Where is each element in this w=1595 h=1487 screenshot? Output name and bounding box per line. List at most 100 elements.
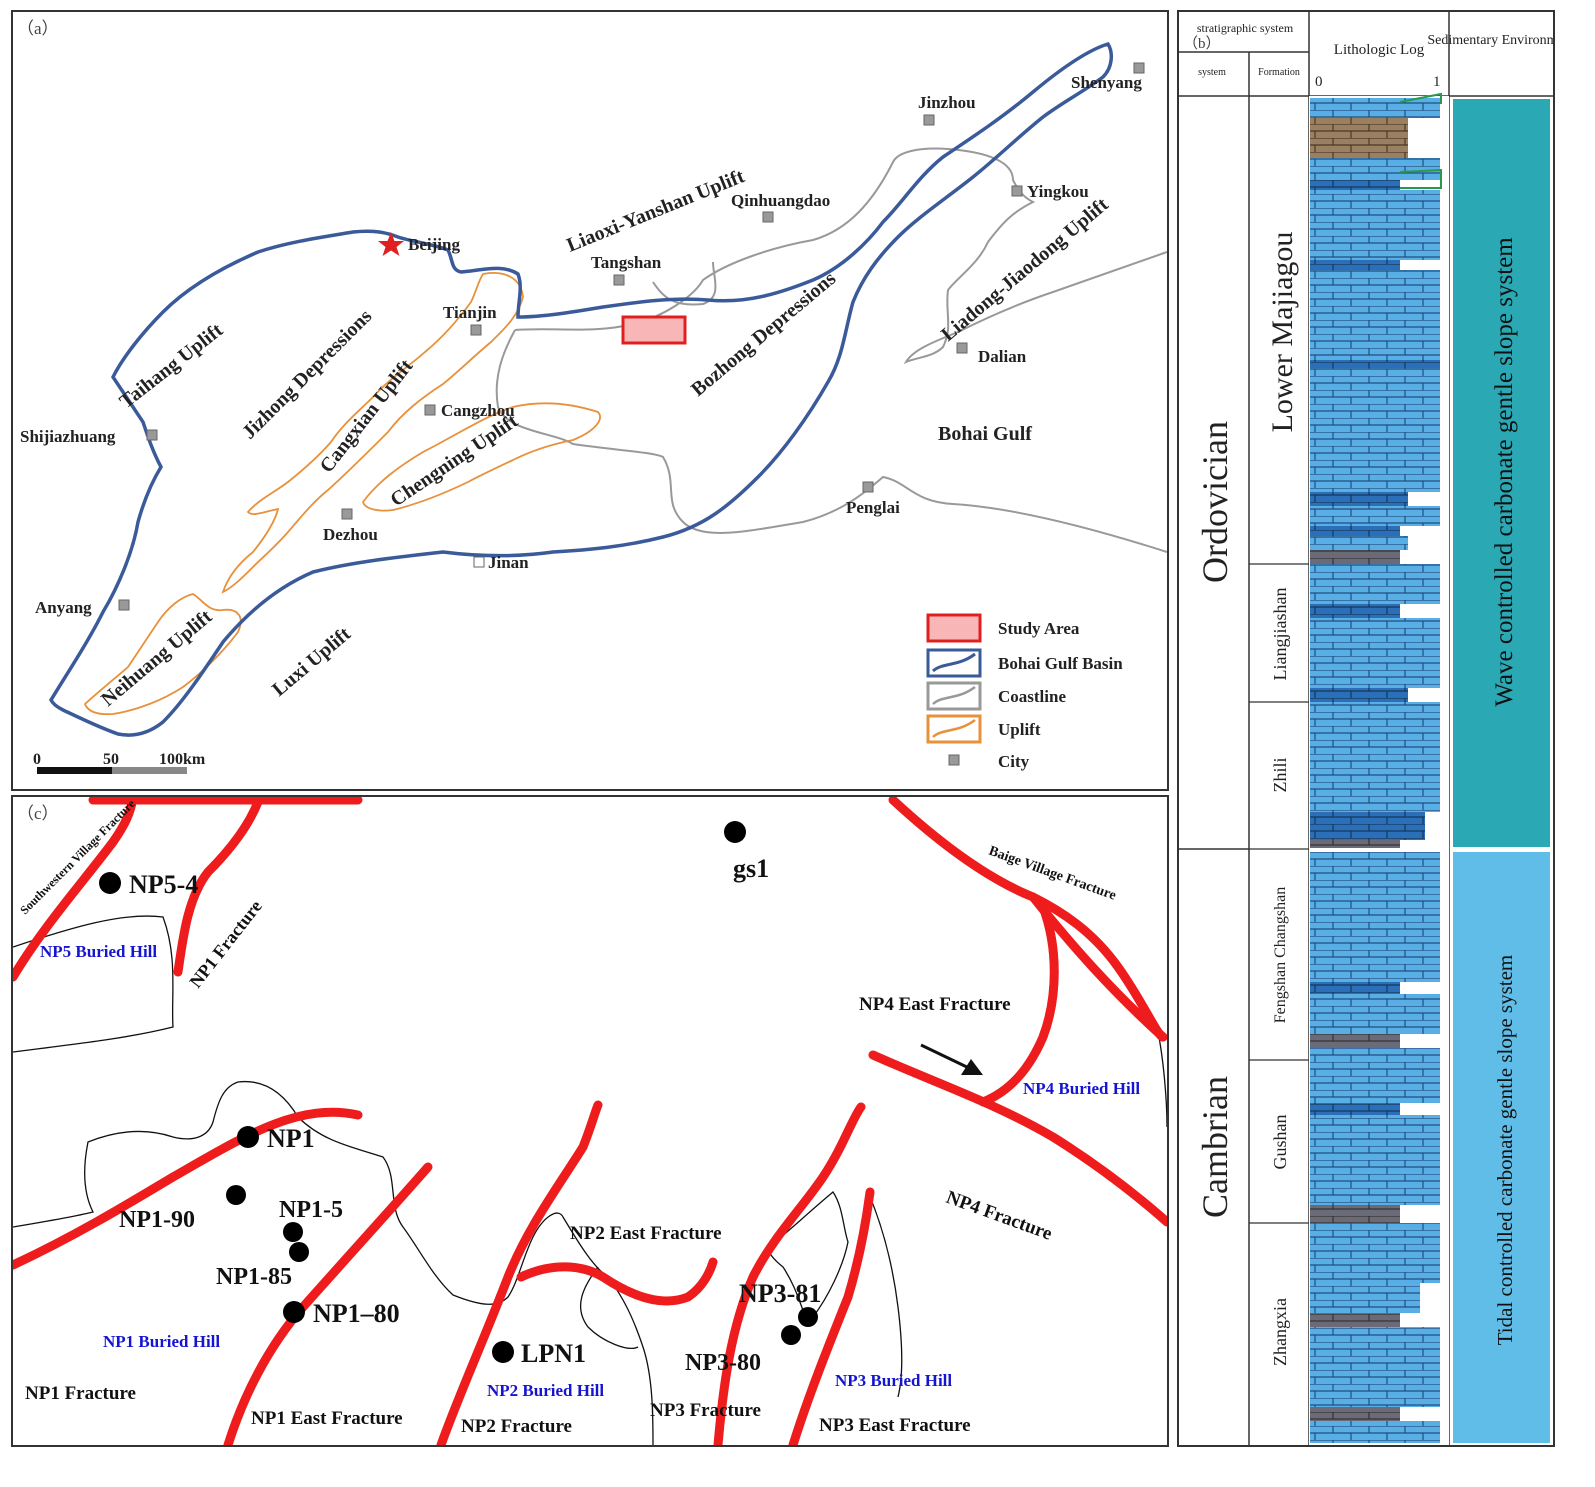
lithologic-log bbox=[1309, 92, 1449, 1445]
well-dot-icon bbox=[283, 1301, 305, 1323]
formation-boundaries bbox=[1249, 563, 1309, 1224]
well-np1-85: NP1-85 bbox=[216, 1264, 292, 1290]
strat-column-svg: （b） stratigraphic system system Formatio… bbox=[1179, 12, 1575, 1445]
region-chengning-uplift: Chengning Uplift bbox=[386, 410, 522, 511]
formation-fengshan-changshan: Fengshan Changshan bbox=[1272, 887, 1289, 1023]
city-dezhou: Dezhou bbox=[323, 525, 378, 544]
study-area-rectangle bbox=[621, 315, 687, 345]
city-square-icon bbox=[341, 508, 353, 520]
well-dot-icon bbox=[724, 821, 746, 843]
formation-zhili: Zhili bbox=[1270, 758, 1290, 793]
city-qinhuangdao: Qinhuangdao bbox=[731, 191, 830, 210]
label-np5-buried-hill: NP5 Buried Hill bbox=[40, 942, 157, 961]
legend-coastline-line bbox=[932, 685, 976, 705]
well-np5-4: NP5-4 bbox=[129, 870, 198, 899]
header-formation: Formation bbox=[1258, 67, 1300, 78]
faults bbox=[8, 792, 1172, 1450]
formation-liangjiashan: Liangjiashan bbox=[1270, 588, 1290, 681]
uplift-chengning-outline bbox=[362, 402, 601, 512]
legend-basin: Bohai Gulf Basin bbox=[998, 654, 1123, 673]
coastline-north bbox=[652, 261, 717, 306]
scale-bar: 0 50 100km bbox=[33, 751, 206, 774]
city-jinan: Jinan bbox=[488, 553, 529, 572]
panel-c-label: （c） bbox=[17, 804, 59, 823]
well-np1-90: NP1-90 bbox=[119, 1207, 195, 1233]
city-square-icon bbox=[424, 404, 436, 416]
log-axis-max: 1 bbox=[1433, 74, 1441, 90]
wells bbox=[99, 821, 818, 1363]
city-yingkou: Yingkou bbox=[1027, 182, 1089, 201]
uplift-neihuang-outline bbox=[83, 593, 242, 716]
header-stratigraphic-system: stratigraphic system bbox=[1197, 21, 1294, 35]
region-neihuang-uplift: Neihuang Uplift bbox=[97, 606, 217, 711]
region-bohai-gulf: Bohai Gulf bbox=[938, 423, 1032, 445]
regional-map-svg: （a） Taihang Uplift Jizhong Depressions L… bbox=[17, 19, 1168, 774]
label-np2-buried-hill: NP2 Buried Hill bbox=[487, 1381, 604, 1400]
bohai-basin-outline bbox=[49, 41, 1114, 737]
legend-city: City bbox=[998, 752, 1030, 771]
well-dot-icon bbox=[289, 1242, 309, 1262]
label-np3-fracture: NP3 Fracture bbox=[650, 1400, 761, 1421]
label-np4-buried-hill: NP4 Buried Hill bbox=[1023, 1079, 1140, 1098]
well-lpn1: LPN1 bbox=[521, 1339, 586, 1368]
city-tangshan: Tangshan bbox=[591, 253, 662, 272]
legend-basin-line bbox=[931, 652, 976, 673]
coastline bbox=[495, 147, 1168, 553]
environment-tidal: Tidal controlled carbonate gentle slope … bbox=[1493, 955, 1517, 1346]
city-penglai: Penglai bbox=[846, 498, 900, 517]
scale-label-end: 100km bbox=[159, 751, 206, 768]
well-np1-5: NP1-5 bbox=[279, 1197, 343, 1223]
well-dot-icon bbox=[226, 1185, 246, 1205]
environment-tidal-band bbox=[1453, 852, 1550, 1443]
buried-hill-boundaries bbox=[12, 915, 1168, 1446]
region-taihang-uplift: Taihang Uplift bbox=[116, 319, 228, 413]
well-dot-icon bbox=[99, 872, 121, 894]
fault-np1-top bbox=[173, 797, 263, 977]
panel-c-buried-hill-map: （c） bbox=[8, 792, 1172, 1450]
city-square-icon bbox=[956, 342, 968, 354]
well-np1: NP1 bbox=[267, 1124, 315, 1153]
system-cambrian: Cambrian bbox=[1195, 1076, 1235, 1218]
label-np3-east-fracture: NP3 East Fracture bbox=[819, 1415, 971, 1436]
region-liadong-jiaodong-uplift: Liadong-Jiaodong Uplift bbox=[937, 193, 1113, 345]
well-dot-icon bbox=[781, 1325, 801, 1345]
header-sedimentary-environment: Sedimentary Environment bbox=[1427, 33, 1553, 48]
label-np4-fracture: NP4 Fracture bbox=[943, 1187, 1054, 1245]
city-square-icon bbox=[762, 211, 774, 223]
city-beijing: Beijing bbox=[408, 235, 460, 254]
scale-label-mid: 50 bbox=[103, 751, 119, 768]
legend-coastline: Coastline bbox=[998, 687, 1066, 706]
well-dot-icon bbox=[492, 1341, 514, 1363]
fault-np2 bbox=[436, 1100, 603, 1450]
formation-gushan: Gushan bbox=[1270, 1115, 1290, 1170]
city-square-icon bbox=[1011, 185, 1023, 197]
fault-np3-east bbox=[788, 1187, 875, 1450]
fault-baige-village bbox=[888, 795, 1168, 1042]
region-bozhong-depressions: Bozhong Depressions bbox=[687, 267, 840, 401]
region-luxi-uplift: Luxi Uplift bbox=[268, 623, 355, 701]
legend-uplift: Uplift bbox=[998, 720, 1041, 739]
header-lithologic-log: Lithologic Log bbox=[1334, 42, 1425, 58]
label-np1-fracture: NP1 Fracture bbox=[25, 1383, 136, 1404]
city-cangzhou: Cangzhou bbox=[441, 401, 515, 420]
city-square-icon bbox=[473, 556, 485, 568]
city-square-icon bbox=[923, 114, 935, 126]
arrow-icon bbox=[920, 1043, 983, 1075]
legend-study-area-swatch bbox=[926, 613, 982, 643]
label-np3-buried-hill: NP3 Buried Hill bbox=[835, 1371, 952, 1390]
header-system: system bbox=[1198, 67, 1226, 78]
label-np1-fracture-top: NP1 Fracture bbox=[185, 896, 265, 991]
label-np1-buried-hill: NP1 Buried Hill bbox=[103, 1332, 220, 1351]
buried-hill-map-svg: （c） bbox=[8, 792, 1172, 1450]
well-np3-81: NP3-81 bbox=[739, 1279, 821, 1308]
map-legend: Study Area Bohai Gulf Basin Coastline Up… bbox=[926, 613, 1123, 771]
environment-wave-band bbox=[1453, 99, 1550, 847]
panel-b-stratigraphic-column: （b） stratigraphic system system Formatio… bbox=[1177, 10, 1575, 1447]
formation-lower-majiagou: Lower Majiagou bbox=[1266, 232, 1299, 433]
well-dot-icon bbox=[237, 1126, 259, 1148]
legend-city-swatch bbox=[948, 754, 960, 766]
city-dalian: Dalian bbox=[978, 347, 1027, 366]
fault-np4-east bbox=[978, 902, 1059, 1107]
city-square-icon bbox=[613, 274, 625, 286]
label-np2-east-fracture: NP2 East Fracture bbox=[570, 1223, 722, 1244]
